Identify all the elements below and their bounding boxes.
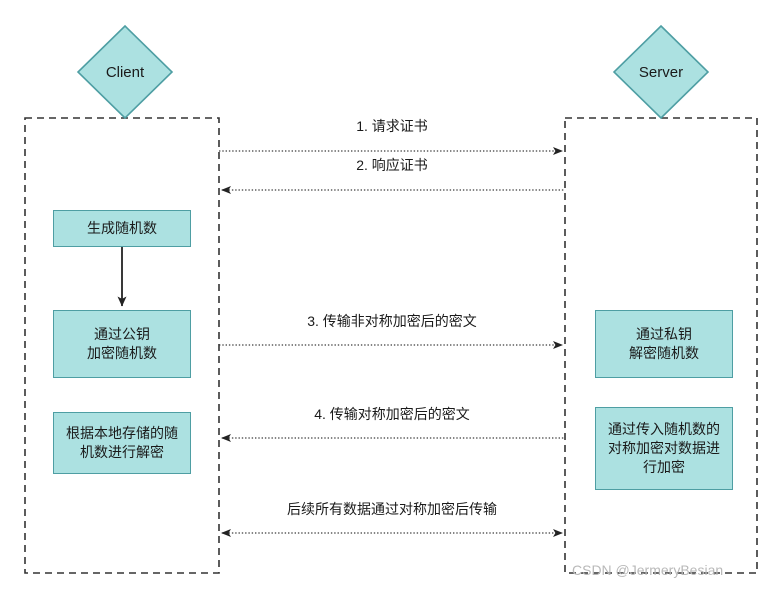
box-server-symmetric-encrypt-data[interactable]: 通过传入随机数的 对称加密对数据进 行加密 bbox=[595, 407, 733, 490]
box-client-encrypt-with-public-key[interactable]: 通过公钥 加密随机数 bbox=[53, 310, 191, 378]
box-server-decrypt-with-private-key[interactable]: 通过私钥 解密随机数 bbox=[595, 310, 733, 378]
message-label-3: 3. 传输非对称加密后的密文 bbox=[307, 313, 477, 329]
message-label-2: 2. 响应证书 bbox=[356, 157, 428, 173]
message-label-1: 1. 请求证书 bbox=[356, 118, 428, 134]
box-client-decrypt-with-local-random[interactable]: 根据本地存储的随 机数进行解密 bbox=[53, 412, 191, 474]
message-label-4: 4. 传输对称加密后的密文 bbox=[314, 406, 470, 422]
box-client-generate-random[interactable]: 生成随机数 bbox=[53, 210, 191, 247]
csdn-watermark: CSDN @JermeryBesian bbox=[572, 562, 724, 578]
actor-diamond-server[interactable] bbox=[612, 24, 710, 120]
message-label-5: 后续所有数据通过对称加密后传输 bbox=[287, 501, 497, 517]
actor-diamond-client[interactable] bbox=[76, 24, 174, 120]
